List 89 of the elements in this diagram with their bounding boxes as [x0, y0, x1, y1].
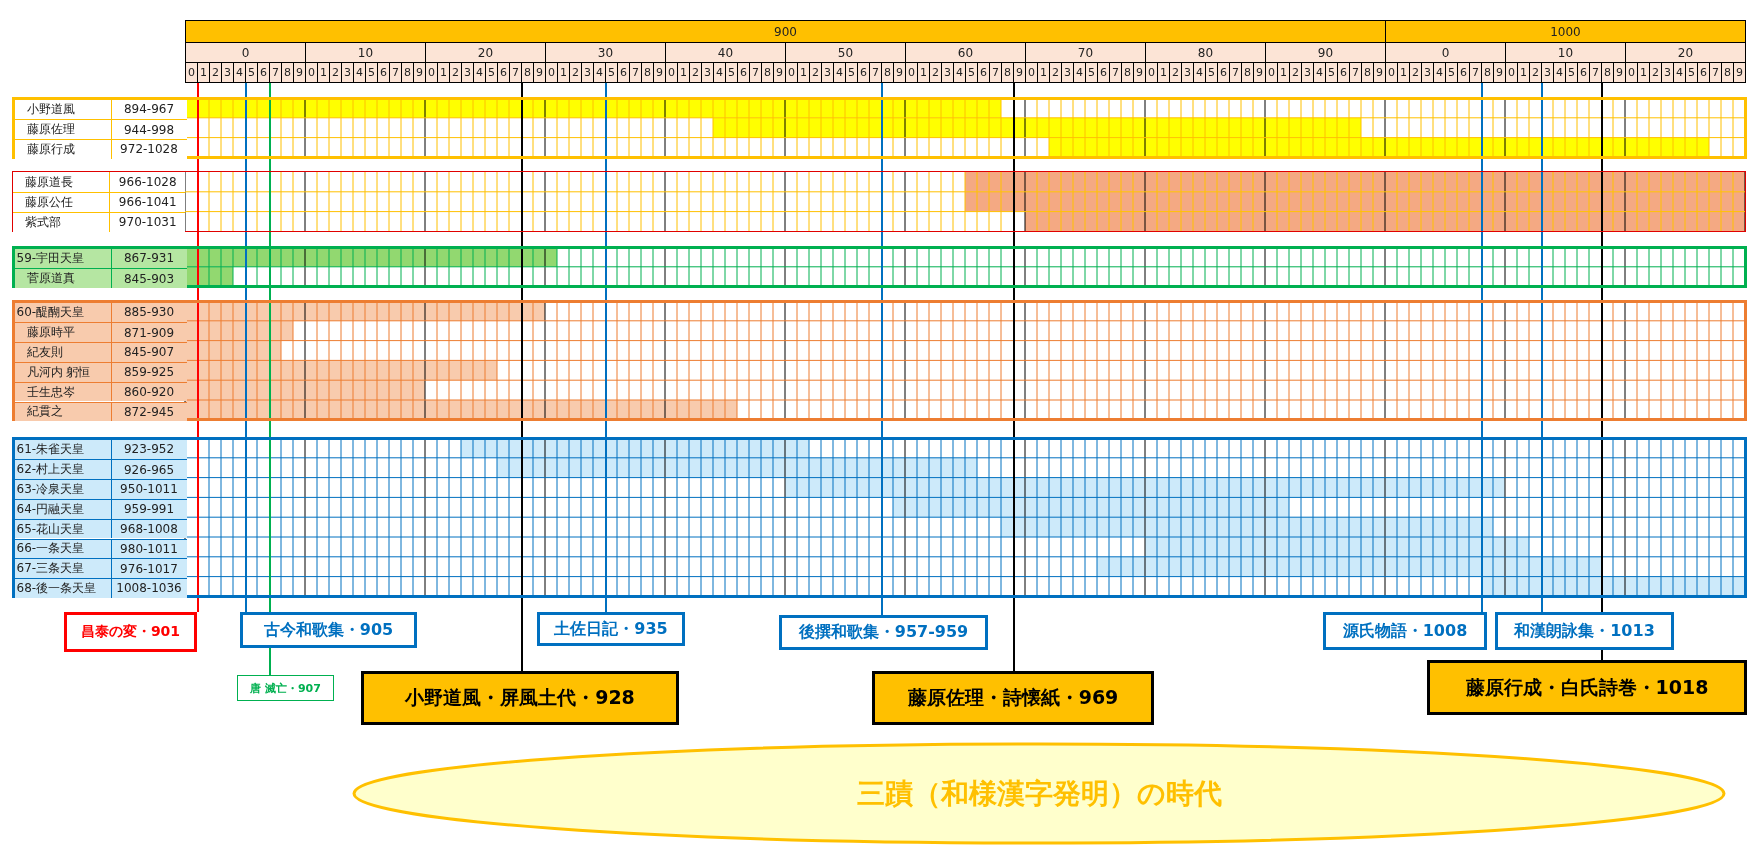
- person-name: 藤原公任: [13, 193, 111, 212]
- life-years: 885-930: [122, 304, 176, 322]
- person-row: [14, 361, 187, 382]
- life-years: 968-1008: [119, 521, 179, 539]
- life-years: 860-920: [122, 384, 176, 402]
- callout-text: 藤原佐理・詩懐紙・969: [907, 685, 1119, 710]
- leader-line: [197, 81, 199, 613]
- decade-header: 20: [1625, 42, 1746, 63]
- callout-text: 源氏物語・1008: [1342, 620, 1468, 642]
- life-years: 970-1031: [117, 214, 178, 232]
- event-callout: [779, 615, 988, 650]
- person-row: [14, 381, 187, 402]
- event-callout: [237, 675, 334, 701]
- leader-line: [1481, 81, 1483, 613]
- year-digit: 9: [1733, 62, 1746, 83]
- person-row: [14, 302, 187, 323]
- person-name: 65-花山天皇: [14, 519, 112, 539]
- person-row: [14, 342, 187, 362]
- callout-text: 古今和歌集・905: [263, 619, 394, 641]
- life-years: 972-1028: [119, 141, 179, 159]
- person-name: 藤原行成: [14, 140, 112, 159]
- callout-text: 三蹟（和様漢字発明）の時代: [856, 775, 1222, 812]
- artwork-callout: [872, 671, 1154, 725]
- life-years: 872-945: [122, 403, 176, 421]
- leader-line: [1013, 81, 1015, 672]
- callout-text: 昌泰の変・901: [80, 623, 181, 641]
- life-years: 871-909: [122, 324, 176, 342]
- event-callout: [1495, 612, 1674, 650]
- callout-text: 藤原行成・白氏詩巻・1018: [1465, 674, 1709, 700]
- event-callout: [64, 612, 197, 652]
- life-years: 845-907: [122, 344, 176, 362]
- life-years: 923-952: [122, 441, 176, 459]
- leader-line: [605, 81, 607, 613]
- life-years: 959-991: [122, 501, 176, 519]
- era-ellipse: [352, 742, 1726, 845]
- person-name: 63-冷泉天皇: [14, 480, 112, 499]
- person-row: [14, 479, 187, 499]
- event-callout: [537, 612, 685, 646]
- person-row: [14, 498, 187, 519]
- life-years: 859-925: [122, 364, 176, 382]
- artwork-callout: [1427, 660, 1747, 715]
- life-years: 950-1011: [119, 481, 179, 499]
- leader-line: [881, 81, 883, 616]
- century-header: 1000: [1385, 20, 1746, 43]
- life-years: 1008-1036: [115, 580, 183, 598]
- person-row: [13, 211, 186, 232]
- leader-line: [1601, 81, 1603, 661]
- callout-text: 土佐日記・935: [554, 618, 668, 640]
- life-years: 966-1028: [117, 174, 178, 192]
- century-header: 900: [185, 20, 1386, 43]
- person-row: [14, 401, 187, 422]
- person-row: [14, 119, 187, 140]
- person-row: [14, 558, 187, 579]
- person-name: 紀友則: [14, 343, 112, 362]
- life-years: 926-965: [122, 461, 176, 479]
- event-callout: [1323, 612, 1487, 650]
- callout-text: 後撰和歌集・957-959: [798, 622, 969, 643]
- life-years: 944-998: [122, 121, 176, 139]
- life-years: 845-903: [122, 270, 176, 288]
- person-name: 紫式部: [13, 212, 111, 232]
- person-name: 凡河内 躬恒: [14, 362, 112, 382]
- callout-text: 和漢朗詠集・1013: [1514, 620, 1655, 642]
- person-row: [14, 518, 187, 539]
- event-callout: [240, 612, 417, 648]
- person-row: [14, 578, 187, 598]
- person-row: [14, 459, 187, 480]
- callout-text: 小野道風・屏風土代・928: [405, 685, 635, 710]
- leader-line: [245, 81, 247, 613]
- person-row: [14, 248, 187, 269]
- leader-line: [1541, 81, 1543, 613]
- person-row: [14, 268, 187, 289]
- life-years: 894-967: [122, 101, 176, 119]
- leader-line: [269, 81, 271, 676]
- callout-text: 唐 滅亡・907: [250, 680, 321, 696]
- artwork-callout: [361, 671, 679, 725]
- life-years: 976-1017: [119, 560, 179, 578]
- life-years: 980-1011: [119, 540, 179, 558]
- person-row: [13, 192, 186, 212]
- person-name: 64-円融天皇: [14, 499, 112, 519]
- person-name: 菅原道真: [14, 269, 112, 289]
- person-name: 壬生忠岑: [14, 382, 112, 402]
- person-row: [14, 538, 187, 559]
- person-name: 68-後一条天皇: [14, 579, 112, 598]
- life-years: 966-1041: [117, 194, 178, 212]
- life-years: 867-931: [122, 250, 176, 268]
- person-row: [14, 439, 187, 460]
- leader-line: [521, 81, 523, 672]
- person-name: 紀貫之: [14, 402, 112, 422]
- person-row: [14, 322, 187, 343]
